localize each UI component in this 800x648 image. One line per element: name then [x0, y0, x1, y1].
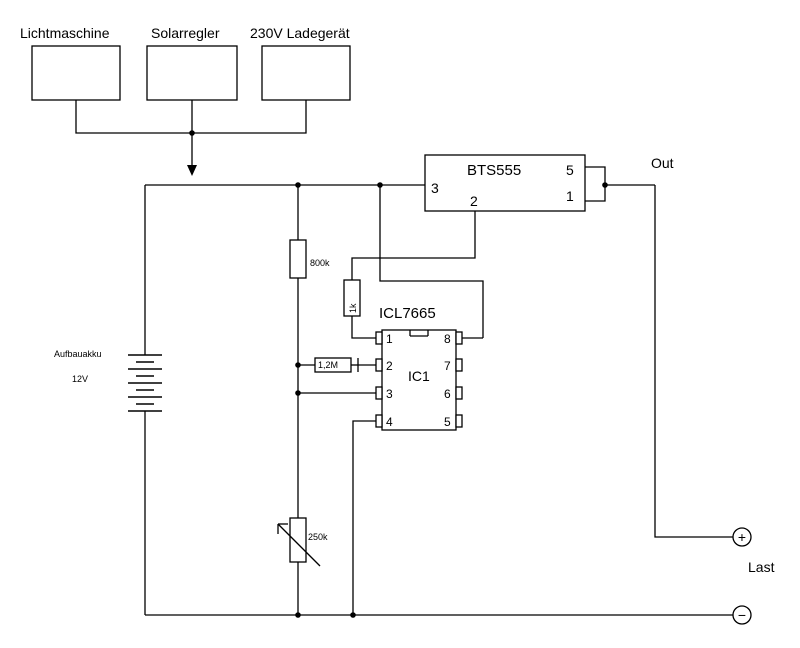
ic1-pin-1-label: 1 — [386, 332, 393, 346]
bts555-pin-5: 5 — [566, 162, 574, 178]
icl7665-comparator: ICL7665 IC1 1 2 3 4 8 7 6 5 — [375, 305, 483, 431]
resistor-800k — [289, 239, 307, 279]
ic1-part-label: ICL7665 — [379, 305, 436, 322]
charger-label: 230V Ladegerät — [250, 25, 350, 41]
junction-dot — [189, 130, 195, 136]
resistor-1-2m-label: 1,2M — [318, 360, 338, 370]
out-label: Out — [651, 155, 674, 171]
source-bus — [75, 100, 307, 176]
solar-label: Solarregler — [151, 25, 220, 41]
bts555-name: BTS555 — [467, 162, 521, 179]
junction-dot — [602, 182, 608, 188]
ic1-pin-2 — [375, 358, 383, 372]
plus-terminal-label: + — [738, 529, 746, 545]
ic1-pin-8-label: 8 — [444, 332, 451, 346]
plus-terminal — [732, 527, 752, 547]
alternator-box — [31, 45, 121, 101]
resistor-800k-label: 800k — [310, 258, 330, 268]
bts555-pin-2: 2 — [470, 193, 478, 209]
junction-dot — [295, 612, 301, 618]
alternator-label: Lichtmaschine — [20, 25, 110, 41]
ic1-pin-7-label: 7 — [444, 359, 451, 373]
positive-rail — [144, 182, 425, 350]
divider-column: 800k 250k — [277, 185, 330, 615]
gate-resistor: 1k — [343, 211, 476, 339]
minus-terminal — [732, 605, 752, 625]
bts555-output: Out — [585, 155, 733, 538]
source-charger: 230V Ladegerät — [250, 25, 351, 101]
load-terminals: + − Last — [732, 527, 775, 625]
ic1-pin-6-label: 6 — [444, 387, 451, 401]
ground-rail — [145, 612, 733, 618]
source-solar: Solarregler — [146, 25, 238, 101]
bts555-pin-1: 1 — [566, 188, 574, 204]
trimmer-250k-label: 250k — [308, 532, 328, 542]
source-alternator: Lichtmaschine — [20, 25, 121, 101]
solar-box — [146, 45, 238, 101]
ic1-pin-3 — [375, 386, 383, 400]
ic1-pin-6 — [455, 386, 463, 400]
junction-dot — [350, 612, 356, 618]
hysteresis-resistor: 1,2M — [298, 357, 376, 373]
minus-terminal-label: − — [738, 607, 746, 623]
ic1-pin-3-label: 3 — [386, 387, 393, 401]
charger-box — [261, 45, 351, 101]
ic1-body — [381, 329, 457, 431]
trimmer-250k — [289, 517, 307, 563]
ic1-pin-7 — [455, 358, 463, 372]
ic1-pin-2-label: 2 — [386, 359, 393, 373]
ic1-pin-4-label: 4 — [386, 415, 393, 429]
battery-voltage: 12V — [72, 374, 88, 384]
ic1-ref-label: IC1 — [408, 368, 430, 384]
battery: Aufbauakku 12V — [54, 349, 162, 615]
ic1-pin-1 — [375, 331, 383, 345]
trimmer-arrow — [277, 523, 321, 567]
bts555-switch: BTS555 3 2 5 1 — [424, 154, 586, 212]
ic1-pin-5 — [455, 414, 463, 428]
bts555-pin-3: 3 — [431, 180, 439, 196]
bts555-body — [424, 154, 586, 212]
battery-label: Aufbauakku — [54, 349, 102, 359]
pin4-ground-wire — [352, 420, 376, 615]
arrow-down-icon — [187, 165, 197, 176]
ic1-supply-wire — [379, 185, 484, 338]
ic1-pin-8 — [455, 331, 463, 345]
load-label: Last — [748, 559, 775, 575]
ic1-pin-4 — [375, 414, 383, 428]
ic1-pin-5-label: 5 — [444, 415, 451, 429]
resistor-1k-label: 1k — [348, 303, 358, 313]
